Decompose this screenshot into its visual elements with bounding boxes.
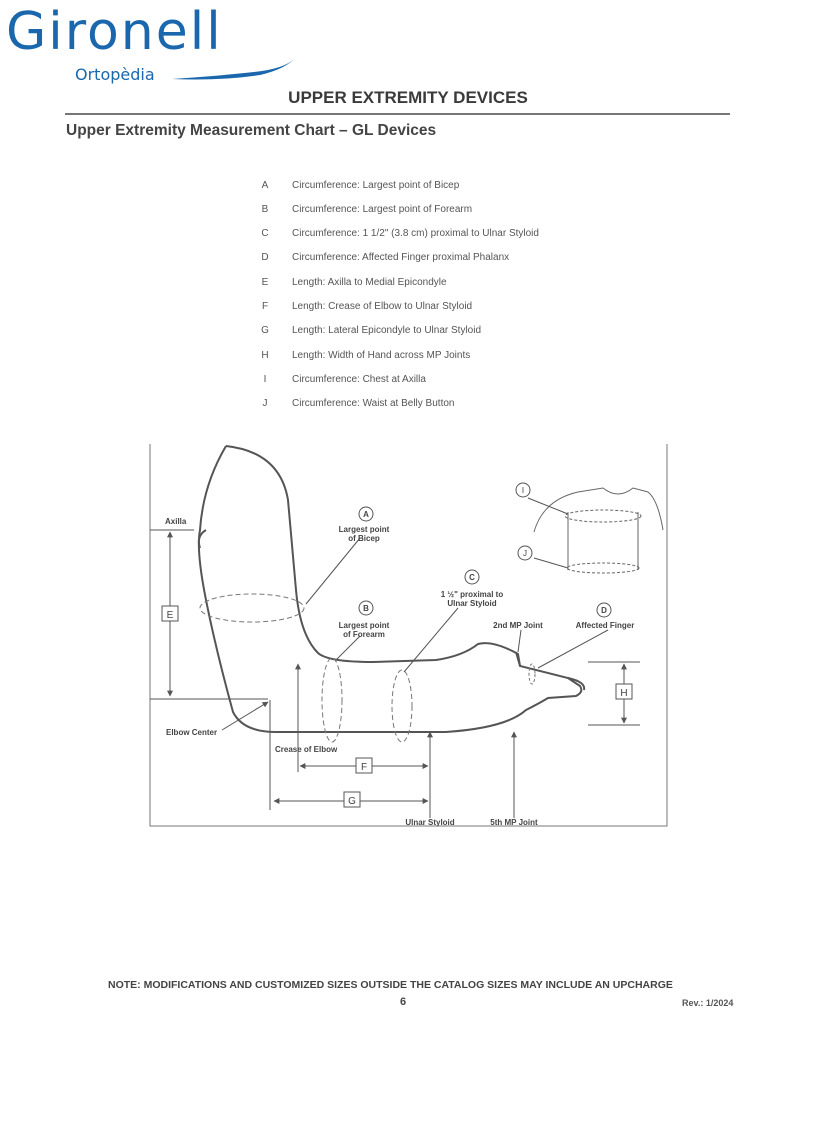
measurement-letter: F xyxy=(261,301,269,312)
marker-i-circle xyxy=(515,482,531,498)
forearm-label-line2: of Forearm xyxy=(343,630,385,639)
measurement-description: Length: Crease of Elbow to Ulnar Styloid xyxy=(292,301,473,312)
measurement-letter: J xyxy=(262,398,268,409)
page-header: UPPER EXTREMITY DEVICES xyxy=(288,88,528,107)
measurement-letter: A xyxy=(261,180,269,191)
marker-b-label: B xyxy=(363,604,369,613)
page-title: Upper Extremity Measurement Chart – GL D… xyxy=(66,122,437,139)
header-divider xyxy=(65,113,730,115)
dimension-f-box xyxy=(355,757,373,774)
measurement-letter: G xyxy=(261,325,269,336)
measurement-letter: D xyxy=(261,252,269,263)
measurement-description: Length: Lateral Epicondyle to Ulnar Styl… xyxy=(292,325,482,336)
marker-d-circle xyxy=(596,602,612,618)
crease-elbow-label: Crease of Elbow xyxy=(275,745,338,754)
finger-circumference xyxy=(528,663,536,685)
logo-wordmark: Gironell xyxy=(6,2,223,62)
dimension-f-label: F xyxy=(361,762,367,773)
measurement-letter: E xyxy=(261,277,269,288)
measurement-description: Circumference: Waist at Belly Button xyxy=(292,398,455,409)
marker-a-label: A xyxy=(363,510,369,519)
elbow-center-label: Elbow Center xyxy=(166,728,217,737)
affected-finger-label: Affected Finger xyxy=(576,621,635,630)
marker-i-label: I xyxy=(522,486,524,495)
measurement-description: Length: Axilla to Medial Epicondyle xyxy=(292,277,447,288)
dimension-e-label: E xyxy=(167,610,174,621)
footer-note: NOTE: MODIFICATIONS AND CUSTOMIZED SIZES… xyxy=(108,979,673,991)
wrist-circumference xyxy=(391,669,413,743)
proximal-label-line2: Ulnar Styloid xyxy=(447,599,496,608)
bicep-label-line2: of Bicep xyxy=(348,534,380,543)
page-number: 6 xyxy=(400,996,407,1008)
fifth-mp-label: 5th MP Joint xyxy=(490,818,538,827)
measurement-letter: H xyxy=(261,350,269,361)
dimension-g-box xyxy=(343,791,361,808)
dimension-h-box xyxy=(615,683,633,700)
proximal-label-line1: 1 ½" proximal to xyxy=(441,590,504,599)
diagram-frame xyxy=(149,444,668,827)
measurement-description: Circumference: Affected Finger proximal … xyxy=(292,252,510,263)
marker-a-circle xyxy=(358,506,374,522)
marker-b-circle xyxy=(358,600,374,616)
measurement-letter: C xyxy=(261,228,269,239)
marker-j-circle xyxy=(517,545,533,561)
logo-swoosh-icon xyxy=(172,57,296,80)
dimension-h-label: H xyxy=(620,688,627,699)
measurement-letter: B xyxy=(261,204,269,215)
marker-c-label: C xyxy=(469,573,475,582)
leader-lines xyxy=(305,497,609,673)
bicep-circumference xyxy=(199,593,305,623)
axilla-label: Axilla xyxy=(165,517,187,526)
dimension-e-box xyxy=(161,605,179,622)
elbow-center-leader xyxy=(221,701,269,731)
measurement-description: Circumference: 1 1/2" (3.8 cm) proximal … xyxy=(292,228,539,239)
bicep-label-line1: Largest point xyxy=(339,525,390,534)
arm-outline xyxy=(197,445,586,733)
logo-subtitle: Ortopèdia xyxy=(75,65,155,84)
ulnar-styloid-label: Ulnar Styloid xyxy=(405,818,454,827)
measurement-letter: I xyxy=(263,374,267,385)
torso-inset xyxy=(533,487,664,574)
measurement-description: Circumference: Largest point of Bicep xyxy=(292,180,460,191)
measurement-description: Circumference: Chest at Axilla xyxy=(292,374,426,385)
axilla-curve xyxy=(197,529,207,549)
forearm-label-line1: Largest point xyxy=(339,621,390,630)
measurement-description: Length: Width of Hand across MP Joints xyxy=(292,350,471,361)
arm-measurement-diagram: A B C D I J Axilla Largest point of Bice… xyxy=(149,444,668,827)
forearm-circumference xyxy=(321,657,343,743)
marker-j-label: J xyxy=(523,549,527,558)
marker-d-label: D xyxy=(601,606,607,615)
dimension-g-label: G xyxy=(348,796,356,807)
marker-c-circle xyxy=(464,569,480,585)
second-mp-label: 2nd MP Joint xyxy=(493,621,543,630)
measurement-description: Circumference: Largest point of Forearm xyxy=(292,204,473,215)
revision-label: Rev.: 1/2024 xyxy=(682,998,734,1008)
